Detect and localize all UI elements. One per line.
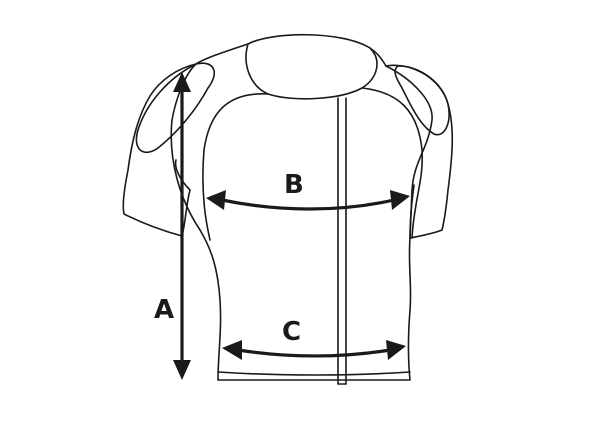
measurement-c-arrow-left — [222, 340, 242, 360]
left-sleeve — [122, 63, 197, 237]
zipper — [337, 97, 347, 385]
measurement-c-label: C — [282, 317, 301, 347]
shirt-illustration — [122, 33, 454, 385]
hem — [217, 371, 411, 376]
front-panel-seam-left — [202, 93, 269, 241]
measurement-a-arrow-bottom — [173, 360, 191, 380]
measurement-c: C — [222, 317, 406, 360]
measurement-c-arrow-right — [386, 340, 406, 360]
measurement-a: A — [154, 72, 191, 380]
measurement-b-line — [220, 198, 396, 211]
front-panel-seam-right — [361, 87, 424, 239]
measurement-b-label: B — [284, 170, 304, 200]
measurement-b: B — [206, 170, 410, 211]
left-shoulder-pad — [135, 62, 216, 154]
measurement-b-arrow-right — [390, 190, 410, 210]
collar-panel — [245, 33, 378, 100]
shirt-body — [170, 43, 433, 381]
right-shoulder-pad — [394, 65, 450, 136]
measurement-b-arrow-left — [206, 190, 226, 210]
measurement-a-label: A — [154, 295, 174, 325]
measurement-c-line — [236, 348, 392, 358]
measurement-a-arrow-top — [173, 72, 191, 92]
